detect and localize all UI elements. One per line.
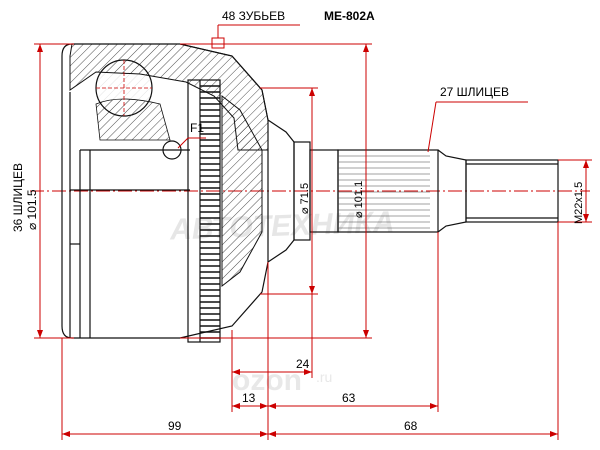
teeth-label: 48 ЗУБЬЕВ <box>222 9 285 23</box>
part-number: ME-802A <box>324 9 375 23</box>
dim-24-label: 24 <box>296 357 310 371</box>
dim-bore-diameter: ⌀ 71.5 <box>260 87 318 295</box>
callout-teeth: 48 ЗУБЬЕВ <box>211 9 300 49</box>
abs-ring <box>187 79 221 343</box>
detail-label: F1 <box>190 121 204 135</box>
left-splines-label: 36 ШЛИЦЕВ <box>11 163 25 232</box>
hub-section <box>221 94 263 288</box>
dim-68: 68 <box>268 419 558 437</box>
dim-63: 63 <box>268 391 438 409</box>
shaft <box>267 119 559 263</box>
watermark-suffix: .ru <box>316 369 332 385</box>
dim-99: 99 <box>62 419 268 437</box>
ball-detail <box>95 59 182 160</box>
dim-thread: M22x1.5 <box>558 159 592 224</box>
dim-13: 13 <box>232 391 268 409</box>
body-diameter-label: ⌀ 101.5 <box>25 189 39 230</box>
dim-flange-diameter: ⌀ 101.1 <box>180 43 372 339</box>
extension-lines <box>61 222 559 440</box>
callout-outer-splines: 27 ШЛИЦЕВ <box>427 85 528 153</box>
dim-24: 24 <box>232 357 312 375</box>
thread-label: M22x1.5 <box>573 182 585 224</box>
dim-body-diameter: 36 ШЛИЦЕВ ⌀ 101.5 <box>11 43 74 339</box>
dim-68-label: 68 <box>404 419 418 433</box>
dim-13-label: 13 <box>242 391 256 405</box>
flange-diameter-label: ⌀ 101.1 <box>353 181 365 218</box>
callout-detail: F1 <box>177 121 206 149</box>
dim-63-label: 63 <box>342 391 356 405</box>
outer-splines-label: 27 ШЛИЦЕВ <box>440 85 509 99</box>
dim-99-label: 99 <box>168 419 182 433</box>
bore-diameter-label: ⌀ 71.5 <box>299 183 311 214</box>
